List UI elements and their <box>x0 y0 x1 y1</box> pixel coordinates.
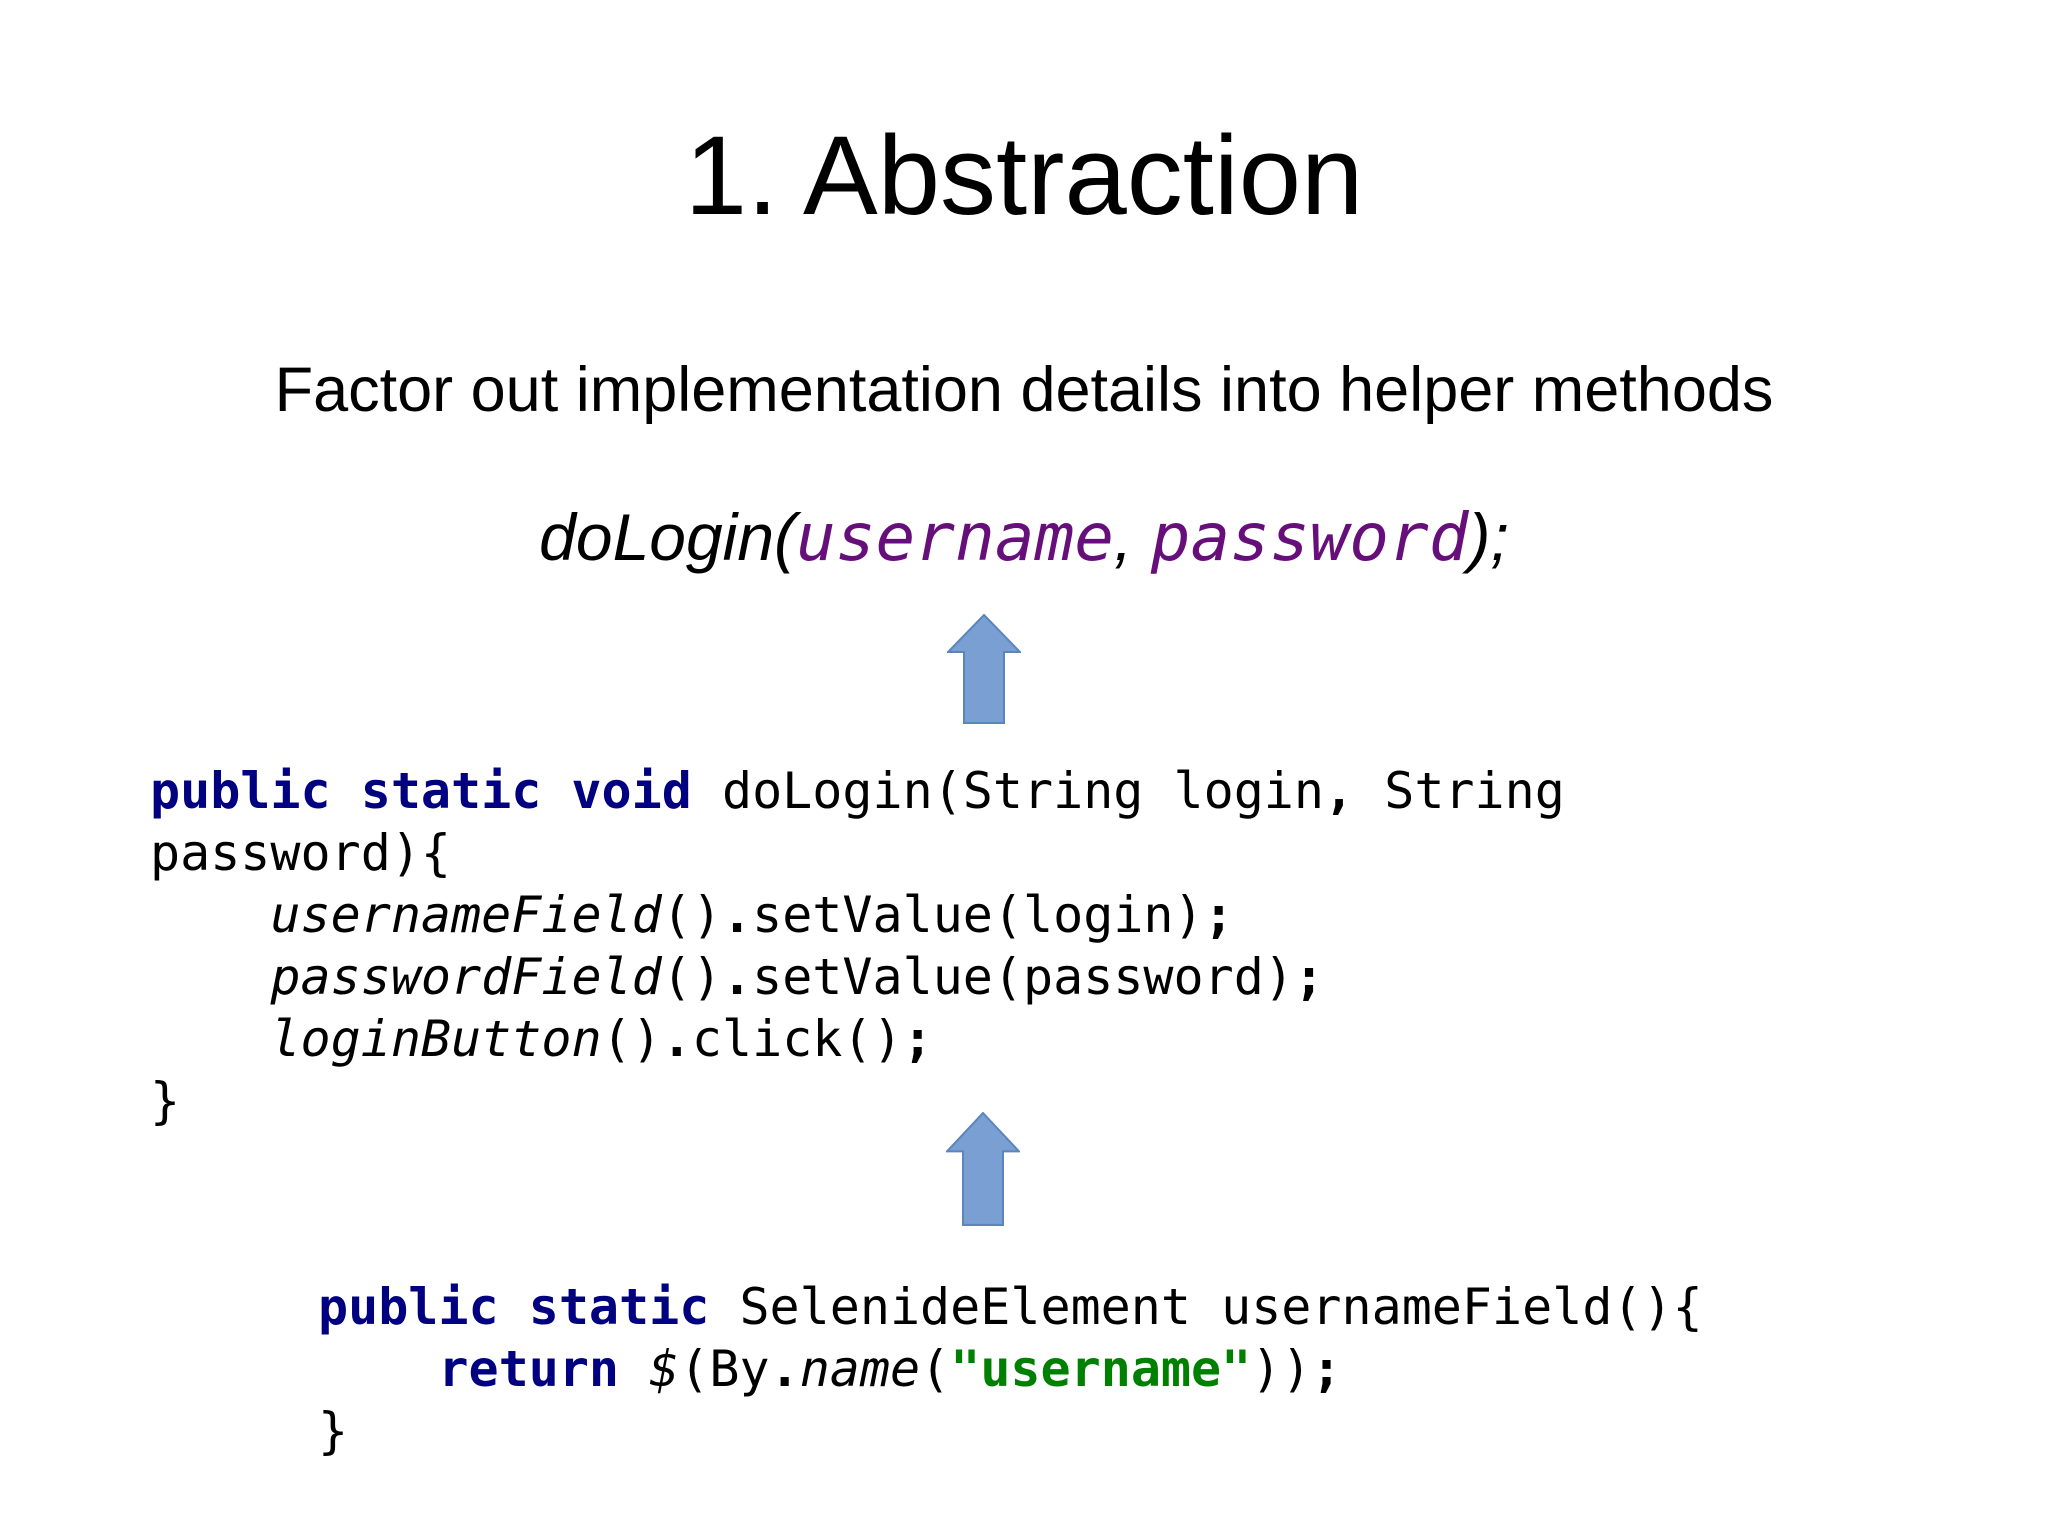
helper-call-phrase: doLogin(username, password); <box>0 500 2048 576</box>
code-segment: doLogin( <box>539 500 797 574</box>
slide-title: 1. Abstraction <box>684 113 1364 238</box>
code-segment: name <box>799 1340 921 1398</box>
code-segment: ; <box>1293 948 1325 1006</box>
code-segment: username <box>796 499 1114 576</box>
code-segment: usernameField <box>270 886 662 944</box>
slide-subtitle: Factor out implementation details into h… <box>274 355 1774 425</box>
code-segment: . <box>661 1010 692 1068</box>
code-segment: , <box>1324 762 1355 820</box>
code-segment: . <box>721 886 753 944</box>
code-segment: (By <box>679 1340 770 1398</box>
code-segment: setValue(login) <box>752 886 1204 944</box>
code-segment: } <box>150 1072 181 1130</box>
code-segment: public static <box>318 1278 710 1336</box>
code-segment: )) <box>1251 1340 1312 1398</box>
code-segment: click() <box>691 1010 903 1068</box>
code-segment: ; <box>902 1010 933 1068</box>
code-segment: ; <box>1203 886 1234 944</box>
code-line: public static SelenideElement usernameFi… <box>318 1276 1703 1338</box>
code-segment: () <box>601 1010 662 1068</box>
code-line: doLogin(username, password); <box>0 500 2048 576</box>
code-segment <box>150 886 270 944</box>
code-segment: passwordField <box>270 948 662 1006</box>
code-segment: password){ <box>150 824 452 882</box>
code-segment: , <box>1113 500 1151 574</box>
code-segment: return <box>438 1340 620 1398</box>
code-line: return $(By.name("username")); <box>318 1338 1703 1400</box>
code-block-element-method: public static SelenideElement usernameFi… <box>318 1276 1703 1462</box>
code-segment <box>619 1340 649 1398</box>
code-segment: String <box>1354 762 1565 820</box>
code-line: passwordField().setValue(password); <box>150 946 1565 1008</box>
code-line: loginButton().click(); <box>150 1008 1565 1070</box>
code-segment: . <box>769 1340 800 1398</box>
code-segment: password <box>1150 499 1469 576</box>
code-segment: "username" <box>950 1340 1252 1398</box>
code-segment: public static void <box>150 762 692 820</box>
up-arrow-icon <box>946 1112 1020 1226</box>
code-segment: } <box>318 1402 349 1460</box>
code-line: } <box>150 1070 1565 1132</box>
code-segment: setValue(password) <box>752 948 1294 1006</box>
code-segment: ( <box>920 1340 951 1398</box>
code-segment: ); <box>1468 500 1509 574</box>
code-segment: doLogin(String login <box>691 762 1325 820</box>
code-segment: loginButton <box>270 1010 602 1068</box>
code-line: password){ <box>150 822 1565 884</box>
code-segment: SelenideElement usernameField(){ <box>709 1278 1703 1336</box>
up-arrow-shape <box>947 614 1021 724</box>
code-segment: ; <box>1311 1340 1342 1398</box>
code-line: usernameField().setValue(login); <box>150 884 1565 946</box>
code-segment: () <box>661 886 722 944</box>
code-segment <box>150 1010 270 1068</box>
up-arrow-shape <box>946 1112 1020 1226</box>
code-segment: $ <box>649 1340 680 1398</box>
code-segment <box>318 1340 438 1398</box>
code-segment <box>150 948 270 1006</box>
code-segment: () <box>661 948 722 1006</box>
code-line: } <box>318 1400 1703 1462</box>
code-line: public static void doLogin(String login,… <box>150 760 1565 822</box>
code-block-helper-method: public static void doLogin(String login,… <box>150 760 1565 1132</box>
up-arrow-icon <box>947 614 1021 724</box>
code-segment: . <box>721 948 753 1006</box>
